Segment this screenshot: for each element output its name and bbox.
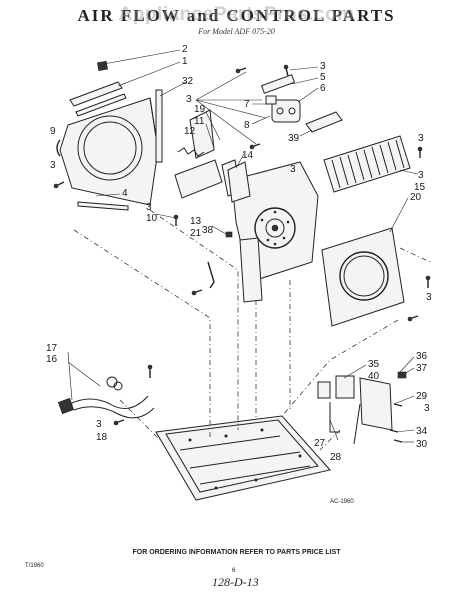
callout-3: 3 [96, 419, 102, 430]
callout-27: 27 [314, 438, 326, 449]
louver-grille [323, 135, 411, 193]
callout-2: 2 [182, 44, 188, 55]
screw-set [173, 64, 431, 322]
callout-40: 40 [368, 371, 380, 382]
callout-37: 37 [416, 363, 428, 374]
callout-numbers: 2 1 32 3 5 6 3 19 11 12 7 8 9 3 39 14 3 … [46, 44, 432, 463]
blower-part [227, 161, 251, 203]
callout-21: 21 [190, 228, 202, 239]
side-clip [56, 139, 61, 157]
control-switch-assembly [317, 371, 407, 445]
callout-14: 14 [242, 150, 254, 161]
center-small-parts [207, 231, 233, 289]
callout-9: 9 [50, 126, 56, 137]
capacitor-assembly [260, 74, 301, 123]
diagram-title: AIR FLOW and CONTROL PARTS [77, 6, 396, 25]
callout-39: 39 [288, 133, 300, 144]
callout-3: 3 [424, 403, 430, 414]
illustration-ref-code: AC-1960 [330, 499, 354, 505]
left-screw-group [53, 181, 65, 189]
callout-36: 36 [416, 351, 428, 362]
callout-6: 6 [320, 83, 326, 94]
model-subtitle: For Model ADF 075-20 [198, 27, 275, 36]
vertical-seal-strip [155, 89, 163, 163]
base-pan [155, 415, 331, 501]
callout-13: 13 [190, 216, 202, 227]
handwritten-reference: 128-D-13 [212, 575, 259, 589]
callout-10: 10 [146, 213, 158, 224]
callout-17: 17 [46, 343, 58, 354]
ordering-note: FOR ORDERING INFORMATION REFER TO PARTS … [132, 549, 341, 556]
callout-20: 20 [410, 192, 422, 203]
callout-18: 18 [96, 432, 108, 443]
alignment-lines [73, 209, 431, 451]
callout-3: 3 [186, 94, 192, 105]
callout-1: 1 [182, 56, 188, 67]
page-number: 6 [232, 568, 236, 574]
callout-19: 19 [194, 104, 206, 115]
callout-3: 3 [50, 160, 56, 171]
callout-8: 8 [244, 120, 250, 131]
callout-3: 3 [418, 170, 424, 181]
callout-28: 28 [330, 452, 342, 463]
callout-3: 3 [426, 292, 432, 303]
callout-3: 3 [146, 202, 152, 213]
callout-4: 4 [122, 188, 128, 199]
front-panel [59, 97, 159, 206]
callout-5: 5 [320, 72, 326, 83]
rear-panel [321, 227, 405, 327]
callout-7: 7 [244, 99, 250, 110]
callout-15: 15 [414, 182, 426, 193]
leader-lines [67, 49, 419, 443]
site-watermark: AppliancePartsPros.com [118, 4, 355, 25]
callout-35: 35 [368, 359, 380, 370]
callout-3: 3 [290, 164, 296, 175]
callout-32: 32 [182, 76, 194, 87]
callout-30: 30 [416, 439, 428, 450]
fan-shroud [231, 161, 319, 303]
callout-38: 38 [202, 225, 214, 236]
callout-12: 12 [184, 126, 196, 137]
callout-3: 3 [320, 61, 326, 72]
callout-16: 16 [46, 354, 58, 365]
callout-11: 11 [194, 116, 205, 127]
callout-34: 34 [416, 426, 428, 437]
control-cover [305, 111, 343, 133]
wiring-harness [57, 364, 155, 426]
callout-3: 3 [418, 133, 424, 144]
drawing-code: T/1960 [25, 563, 44, 569]
callout-29: 29 [416, 391, 428, 402]
filter-strips [69, 60, 129, 211]
